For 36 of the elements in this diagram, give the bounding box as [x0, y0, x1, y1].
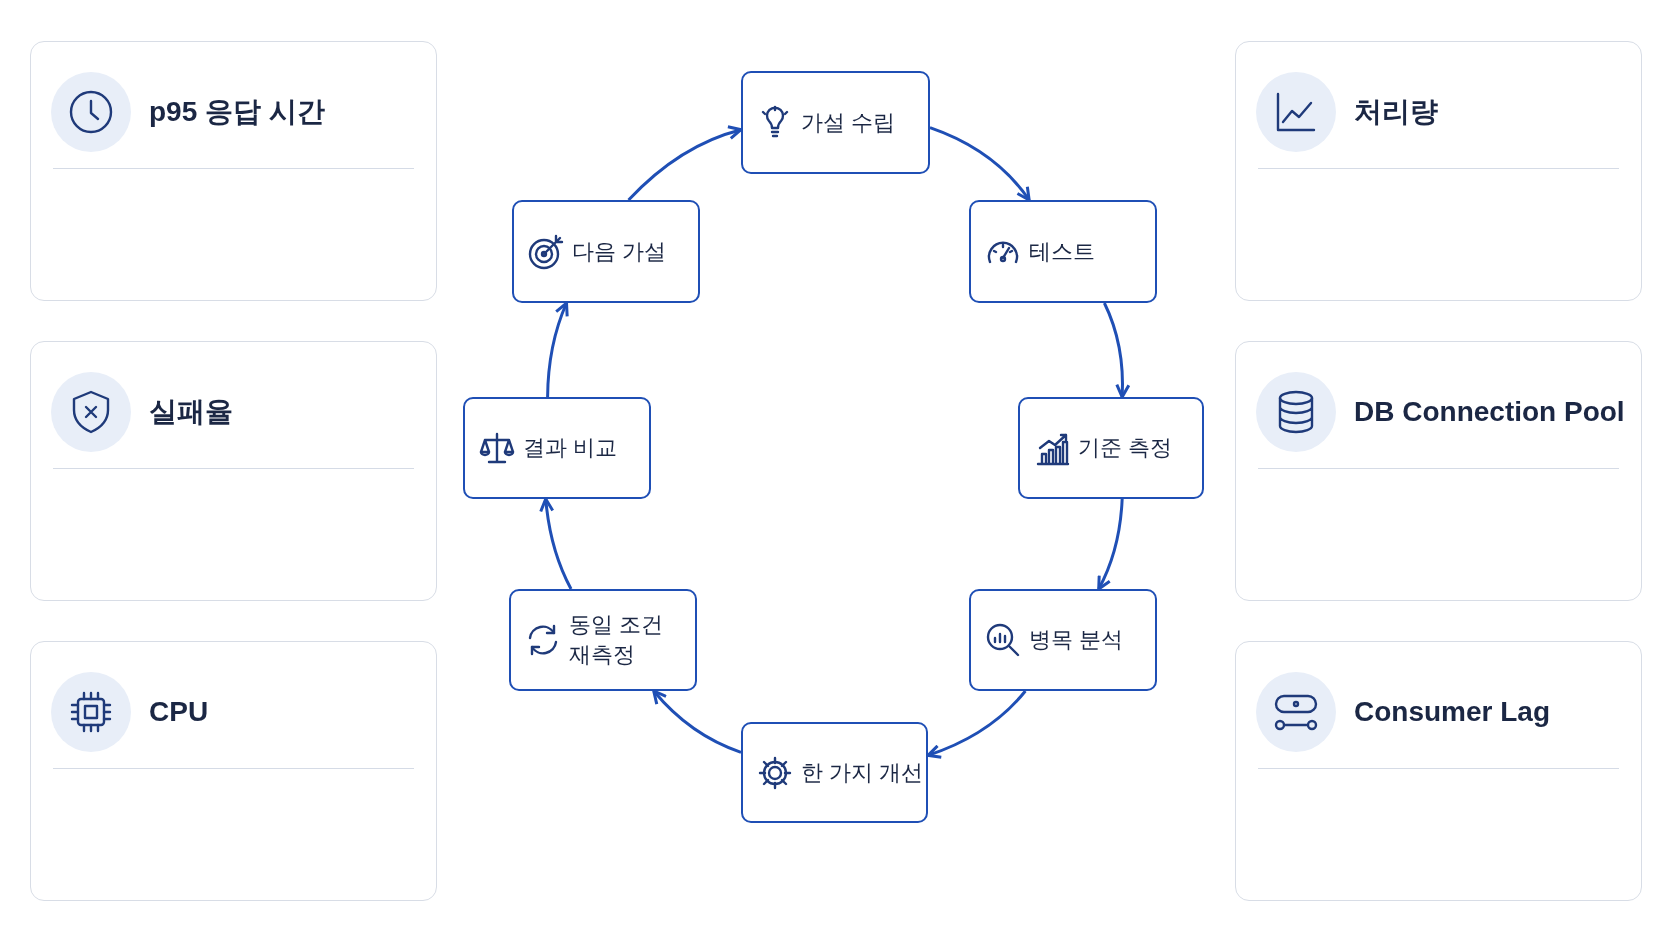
metric-card: [1235, 341, 1642, 601]
step-label: 기준 측정: [1078, 434, 1173, 462]
step-box: [741, 722, 928, 823]
card-heading: 실패율: [149, 395, 233, 429]
arrow: [627, 125, 743, 202]
card-heading: Consumer Lag: [1354, 695, 1551, 729]
metric-card: [30, 341, 437, 601]
step-box: [509, 589, 697, 691]
step-label: 한 가지 개선: [801, 758, 924, 787]
step-box: [969, 200, 1157, 303]
metric-card: [1235, 41, 1642, 301]
arrow: [1103, 302, 1131, 399]
step-label: 테스트: [1029, 237, 1095, 266]
metric-card: [1235, 641, 1642, 901]
step-box: [741, 71, 930, 174]
metric-card: [30, 41, 437, 301]
arrow: [1097, 498, 1124, 591]
arrow: [929, 126, 1031, 202]
arrow: [539, 497, 573, 590]
card-heading: 처리량: [1354, 95, 1438, 129]
arrow: [546, 301, 569, 398]
step-label: 가설 수립: [801, 108, 896, 137]
step-box: [1018, 397, 1204, 499]
arrow: [926, 690, 1027, 759]
card-heading: p95 응답 시간: [149, 95, 325, 129]
step-label: 결과 비교: [523, 434, 618, 462]
step-box: [463, 397, 651, 499]
step-box: [969, 589, 1157, 691]
step-box: [512, 200, 700, 303]
step-label: 다음 가설: [572, 237, 667, 266]
arrow: [652, 689, 742, 754]
metric-card: [30, 641, 437, 901]
step-label: 병목 분석: [1029, 626, 1124, 654]
step-label: 동일 조건 재측정: [569, 611, 665, 669]
card-heading: CPU: [149, 695, 209, 729]
card-heading: DB Connection Pool: [1354, 395, 1625, 429]
